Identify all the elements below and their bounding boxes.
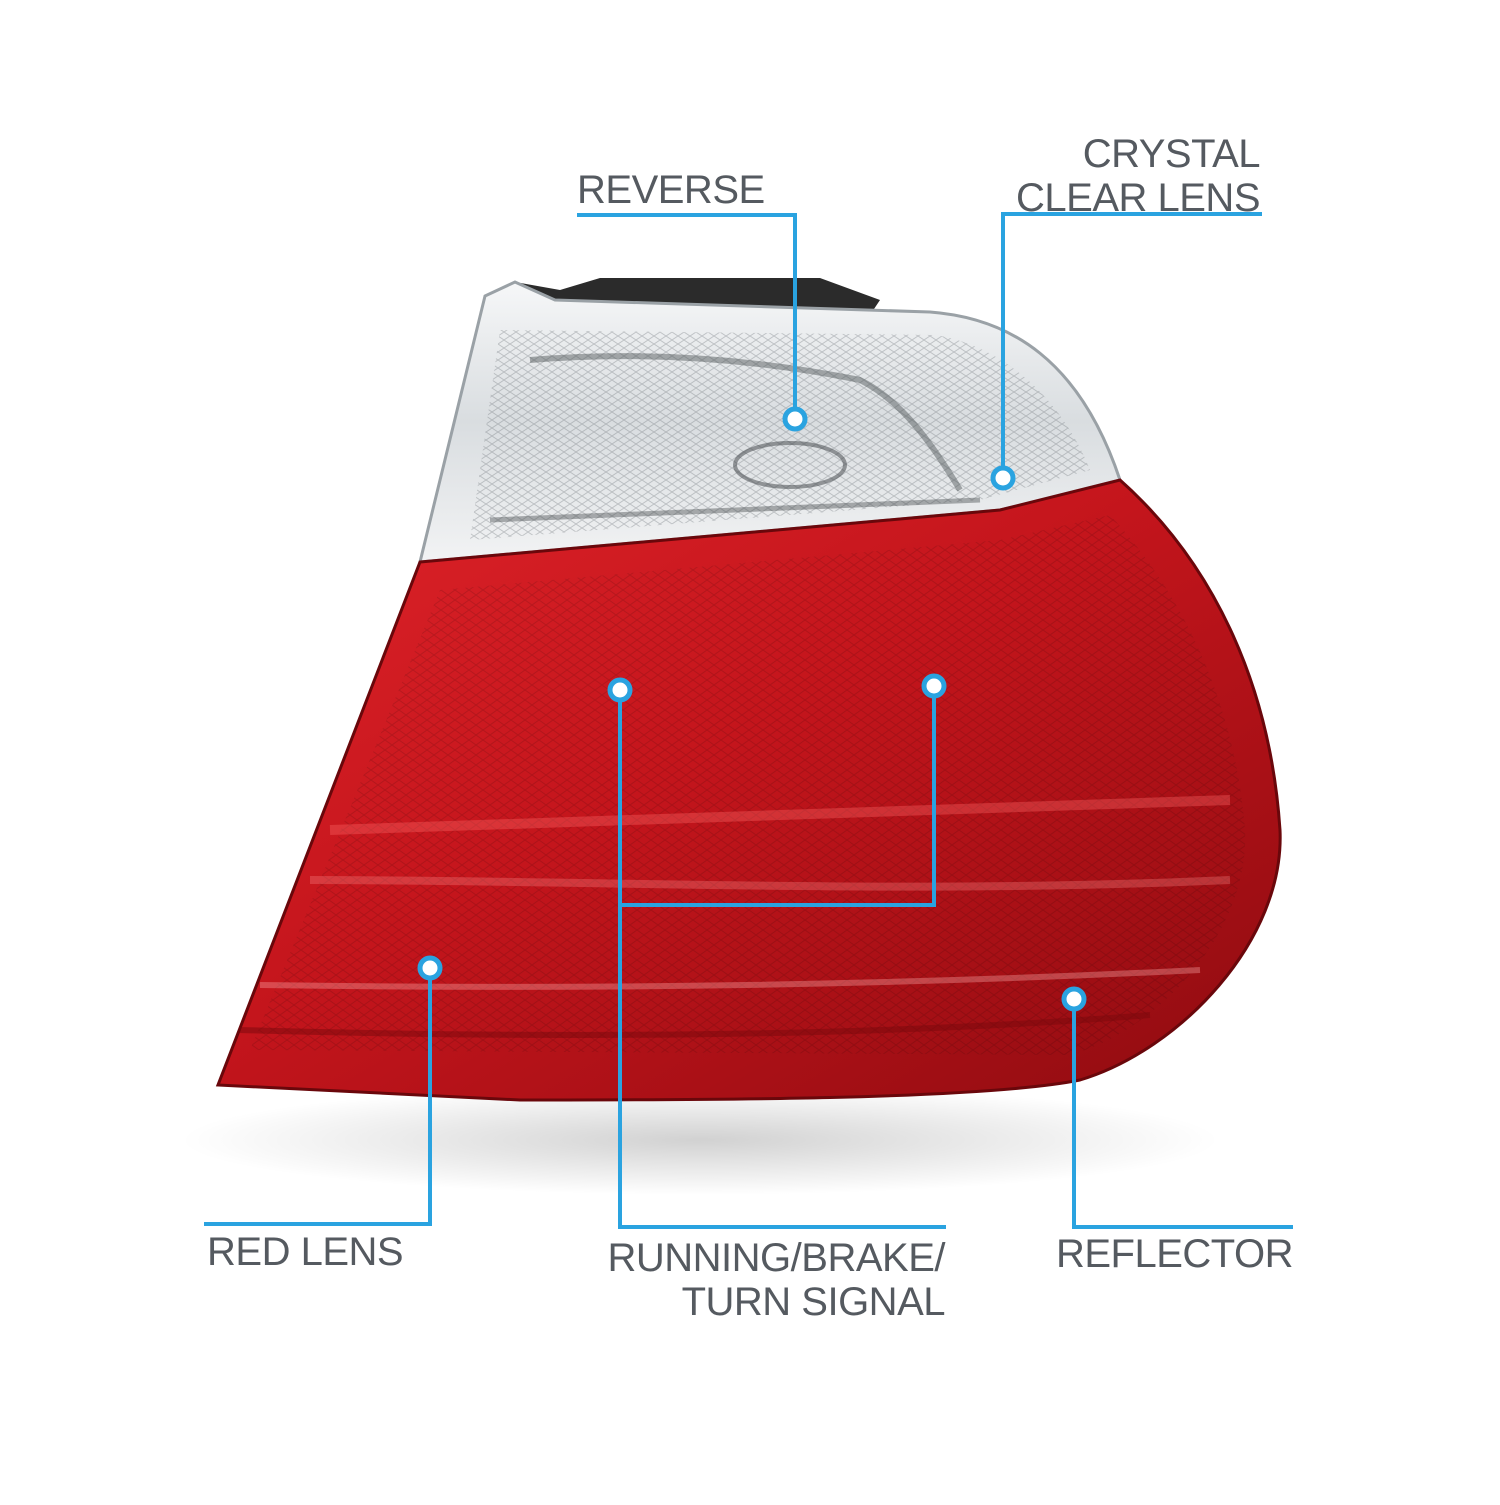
red-lens-rib-2 <box>259 967 1201 990</box>
red-lens-label: RED LENS <box>207 1230 404 1274</box>
reverse-label-text: REVERSE <box>577 168 765 212</box>
reflector-label-text: REFLECTOR <box>1055 1232 1294 1276</box>
crystal-clear-lens-label-line1: CRYSTAL <box>1082 132 1261 176</box>
red-lens-texture <box>250 515 1246 1055</box>
reverse-dot <box>782 406 808 432</box>
red-lens-rib-1 <box>309 876 1231 891</box>
reverse-bulb-ring <box>733 441 847 489</box>
running-brake-turn-leader-line <box>618 690 946 1229</box>
red-lens-leader-line <box>204 968 432 1226</box>
callout-lines <box>204 212 1293 1229</box>
red-lens-dot <box>417 955 443 981</box>
reflector-leader-line <box>1072 999 1293 1229</box>
reflector-label: REFLECTOR <box>1055 1232 1294 1276</box>
running-dot-right <box>921 673 947 699</box>
running-brake-turn-label-line2: TURN SIGNAL <box>681 1280 946 1324</box>
crystal-clear-lens-leader-line <box>1001 212 1262 477</box>
clear-lens-reflection <box>529 353 963 492</box>
red-lens-label-text: RED LENS <box>207 1230 404 1274</box>
red-lens-rib-3 <box>239 1012 1151 1038</box>
running-brake-turn-branch-line <box>620 686 936 907</box>
red-lens-highlight <box>329 795 1231 835</box>
running-brake-turn-label: RUNNING/BRAKE/ TURN SIGNAL <box>608 1236 946 1324</box>
clear-lens-texture <box>470 330 1090 540</box>
floor-shadow <box>180 1085 1220 1195</box>
crystal-clear-lens-label-line2: CLEAR LENS <box>1016 176 1260 220</box>
reflector-dot <box>1061 986 1087 1012</box>
clear-lens-seam <box>489 497 981 523</box>
running-brake-turn-label-line1: RUNNING/BRAKE/ <box>607 1236 946 1280</box>
crystal-clear-lens-dot <box>990 465 1016 491</box>
crystal-clear-lens-label: CRYSTAL CLEAR LENS <box>1016 132 1260 220</box>
reverse-label: REVERSE <box>577 168 765 212</box>
reverse-leader-line <box>577 213 797 418</box>
running-dot-left <box>607 677 633 703</box>
callout-dots <box>417 406 1087 1012</box>
